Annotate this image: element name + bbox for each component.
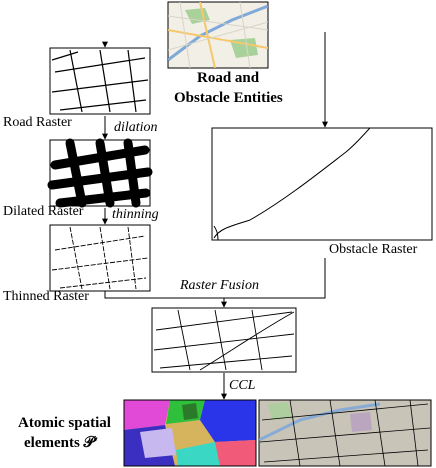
obstacle-raster-panel: [211, 127, 433, 241]
atomic-label-1: Atomic spatial: [18, 415, 111, 431]
road-obstacle-label-1: Road and: [197, 70, 260, 86]
ccl-label: CCL: [229, 378, 256, 393]
connector-thinned-to-fusion: [104, 291, 224, 299]
road-obstacle-label-2: Obstacle Entities: [174, 90, 283, 106]
obstacle-raster-label: Obstacle Raster: [329, 242, 418, 257]
thinned-raster-label: Thinned Raster: [3, 289, 89, 304]
fused-raster-panel: [151, 307, 297, 373]
flow-arrows: [102, 32, 328, 400]
thinning-label: thinning: [112, 207, 159, 222]
road-raster-label: Road Raster: [3, 115, 72, 130]
dilation-label: dilation: [114, 120, 158, 135]
dilated-raster-label: Dilated Raster: [3, 204, 84, 219]
overlay-panel: [258, 399, 432, 467]
dilated-raster-panel: [47, 138, 153, 208]
raster-fusion-label: Raster Fusion: [180, 278, 259, 293]
source-map-thumbnail: [167, 1, 269, 69]
thinned-raster-panel: [49, 224, 151, 292]
connector-obstacle-to-fusion: [224, 258, 326, 299]
atomic-label-2: elements 𝒫′: [24, 435, 99, 451]
segmentation-panel: [123, 399, 257, 467]
road-raster-panel: [49, 47, 151, 115]
